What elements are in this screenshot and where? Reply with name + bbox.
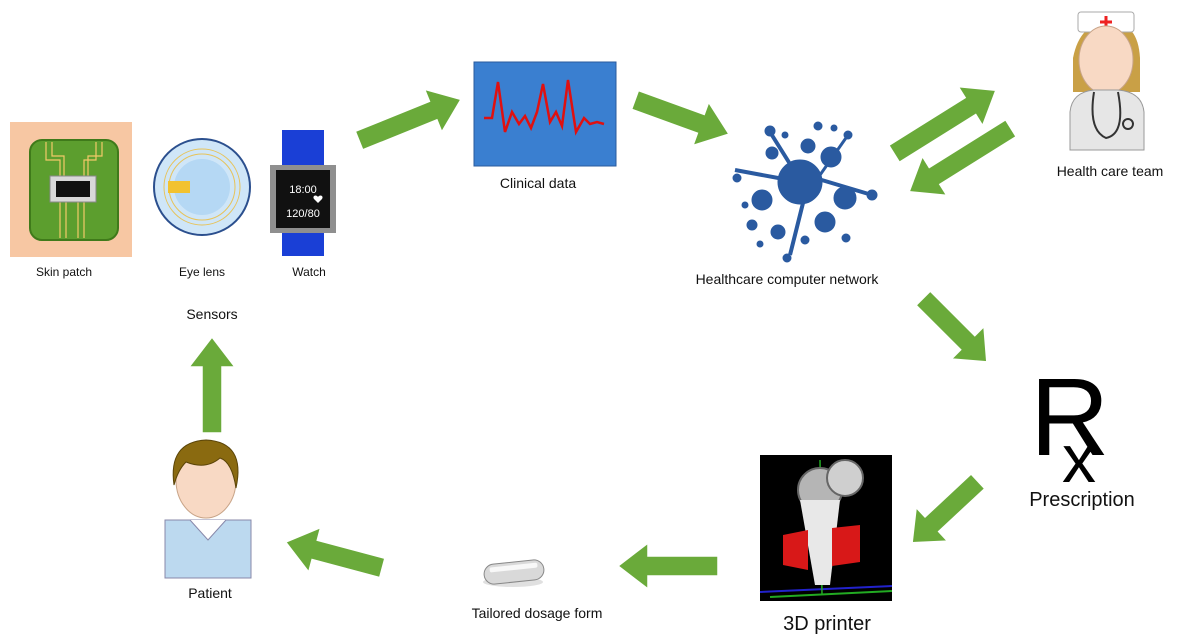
arrow-patient-to-sensors (187, 335, 237, 434)
eye-lens-label: Eye lens (178, 265, 226, 279)
prescription-label: Prescription (1029, 489, 1135, 511)
arrow-clinical-to-network (630, 89, 731, 147)
patient-icon (164, 439, 252, 579)
network-label: Healthcare computer network (695, 271, 879, 287)
skin-patch-label: Skin patch (35, 265, 93, 279)
watch-reading: 120/80 (286, 208, 320, 220)
arrow-team-to-network (908, 118, 1018, 197)
sensors-label: Sensors (186, 306, 238, 322)
printer-label: 3D printer (783, 613, 871, 635)
watch-label: Watch (292, 265, 326, 279)
prescription-symbol: R x (1030, 356, 1109, 497)
prescription-x: x (1062, 421, 1096, 497)
arrow-prescription-to-printer (911, 472, 986, 544)
skin-patch-icon (10, 122, 132, 257)
arrow-network-to-team (887, 85, 997, 164)
prescription-r: R (1030, 356, 1109, 479)
arrow-network-to-prescription (915, 290, 988, 363)
watch-time: 18:00 (289, 184, 317, 196)
watch-icon: 18:00 120/80 (270, 130, 336, 256)
arrow-dosage-to-patient (284, 526, 386, 579)
clinical-data-label: Clinical data (499, 175, 577, 191)
network-icon (732, 121, 878, 263)
clinical-data-icon (473, 61, 617, 167)
arrow-sensors-to-clinical (354, 88, 463, 151)
patient-label: Patient (188, 585, 232, 601)
eye-lens-icon (153, 138, 251, 236)
nurse-icon (1069, 11, 1145, 151)
printer-icon (759, 455, 893, 601)
arrow-printer-to-dosage (616, 541, 719, 591)
dosage-form-label: Tailored dosage form (471, 605, 603, 621)
capsule-icon (483, 559, 545, 587)
heart-icon (313, 195, 323, 203)
health-care-team-label: Health care team (1056, 163, 1164, 179)
